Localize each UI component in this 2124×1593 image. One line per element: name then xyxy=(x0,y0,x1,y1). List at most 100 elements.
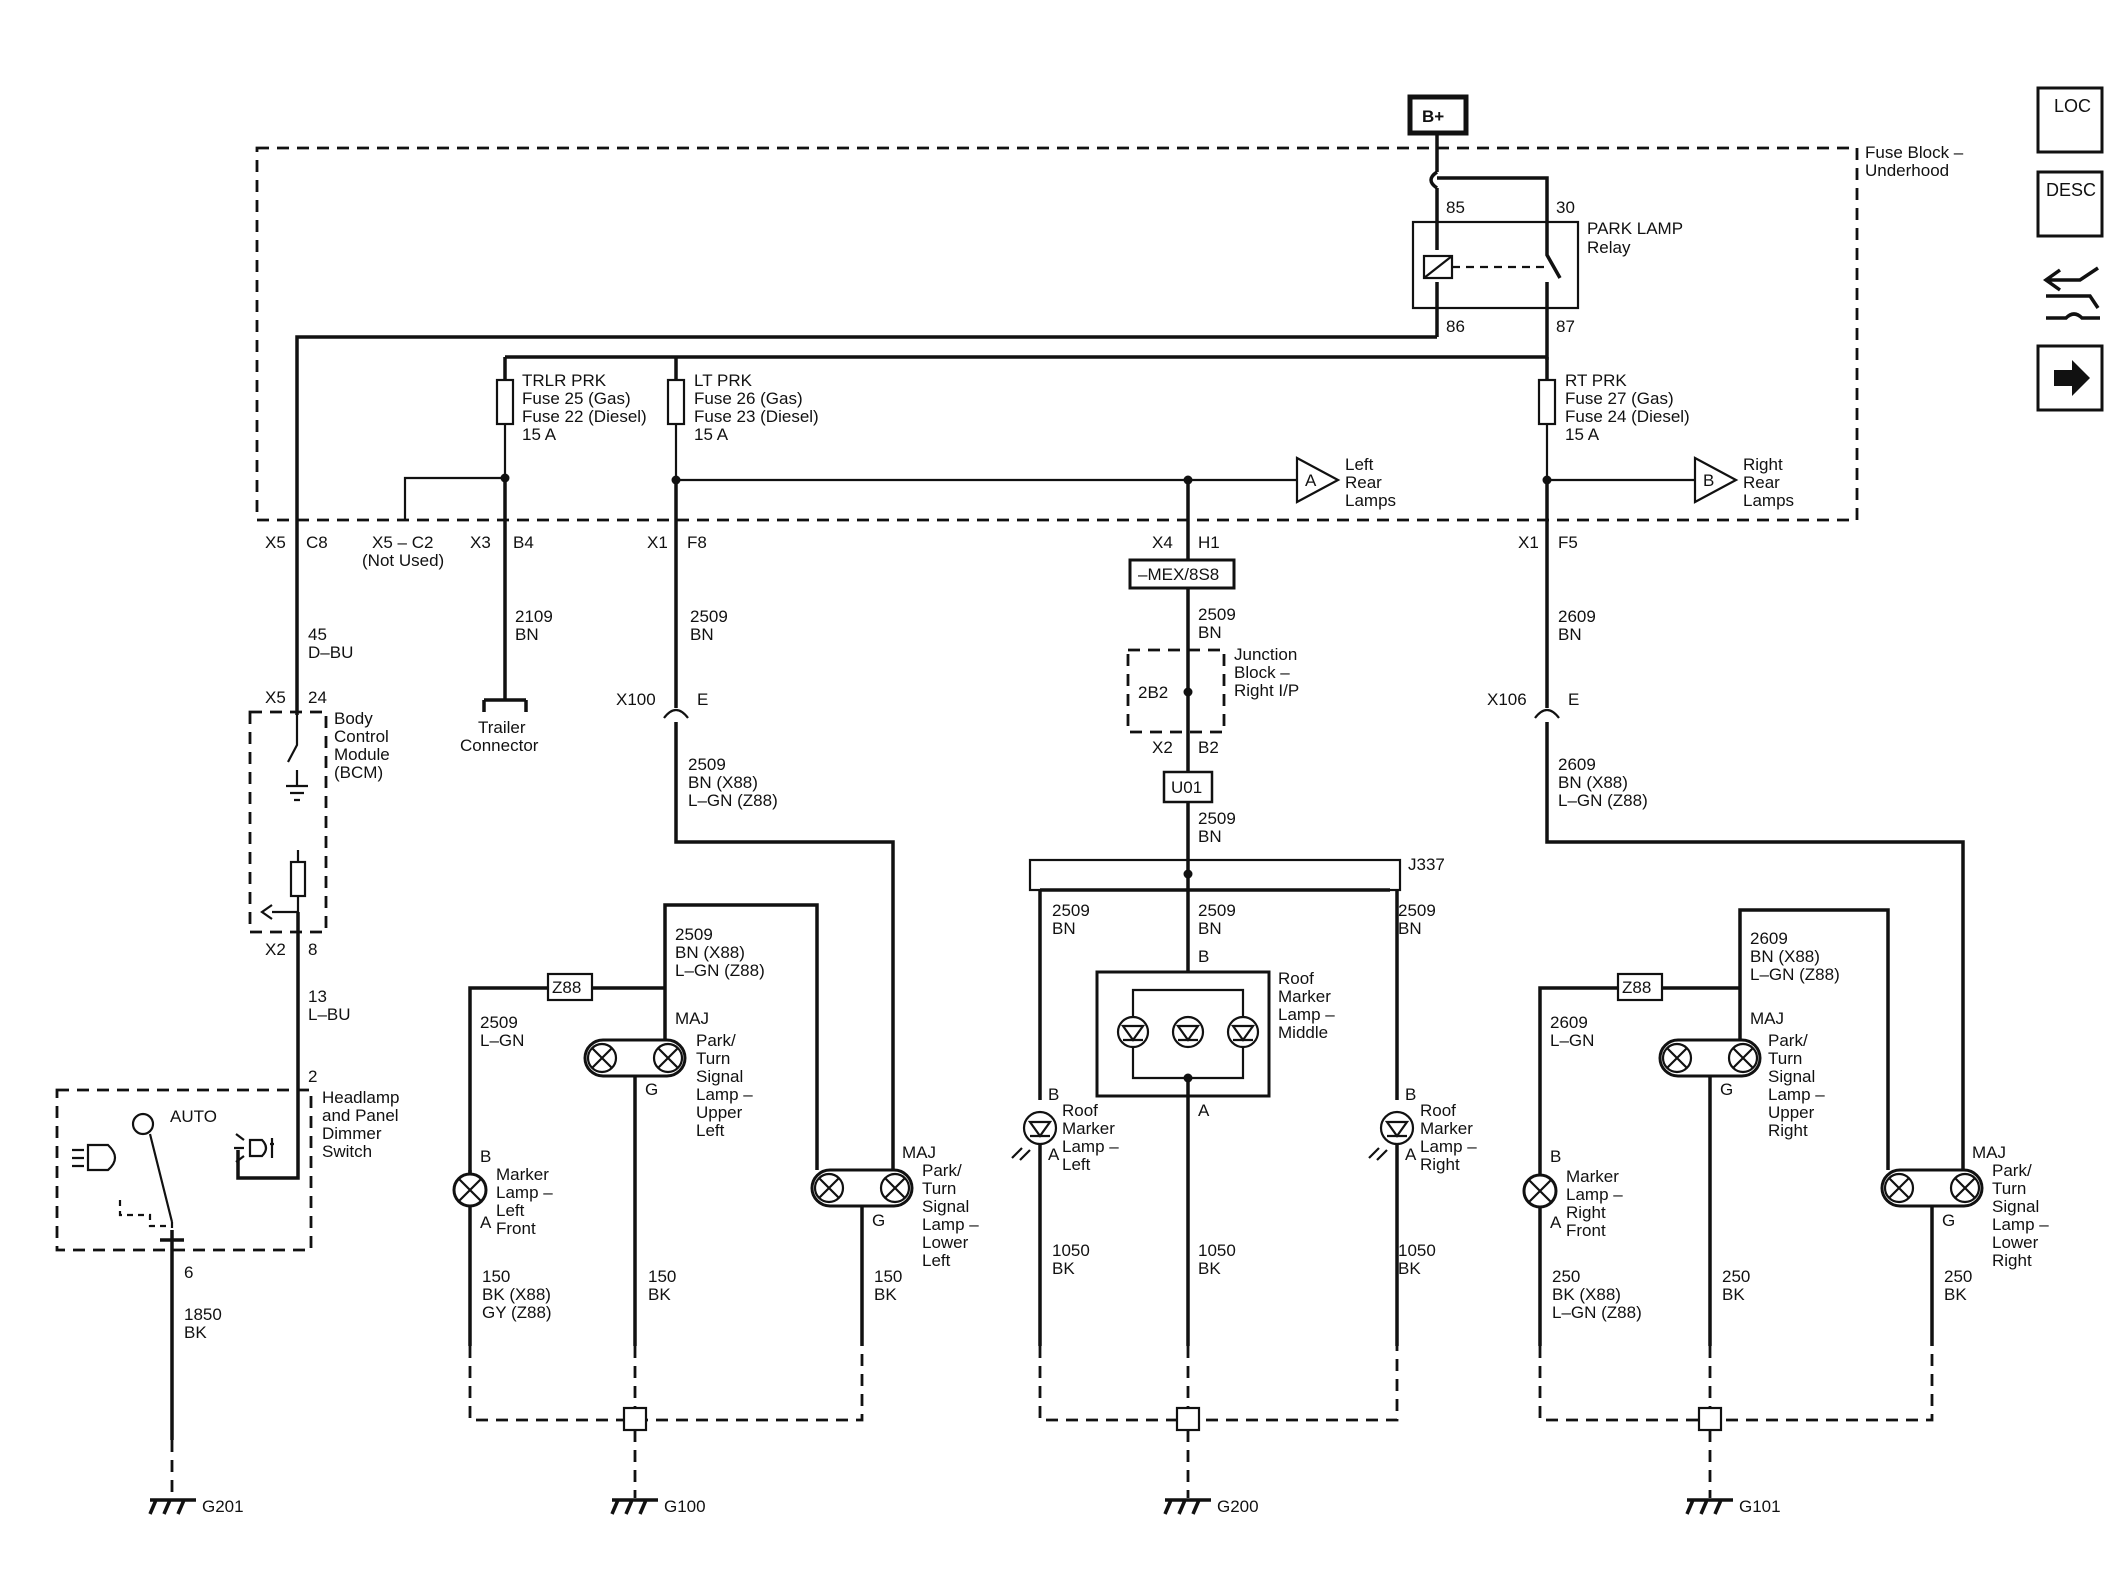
z88-option-box-right xyxy=(1616,972,1664,1002)
next-page-button[interactable] xyxy=(2036,344,2104,412)
wire-bk-x88-a: BK (X88) xyxy=(482,1285,551,1304)
plr-label-2: Turn xyxy=(1992,1179,2026,1198)
rmr-label-4: Right xyxy=(1420,1155,1460,1174)
park-turn-lamp-upper-right xyxy=(1658,1038,1762,1078)
battery-plus-label: B+ xyxy=(1422,107,1444,126)
switch-label-4: Switch xyxy=(322,1142,372,1161)
wire-13: 13 xyxy=(308,987,327,1006)
pur-label-6: Right xyxy=(1768,1121,1808,1140)
fuse-lt-label-4: 15 A xyxy=(694,425,729,444)
headlamp-switch-boundary xyxy=(55,1088,313,1252)
ground-g201-icon xyxy=(148,1498,196,1515)
mlf-label-3: Left xyxy=(496,1201,525,1220)
wire-2509-b: 2509 xyxy=(1198,605,1236,624)
wire-2609-d: 2609 xyxy=(1550,1013,1588,1032)
ground-g201-label: G201 xyxy=(202,1497,244,1516)
wire-lgn-z88-b: L–GN (Z88) xyxy=(1558,791,1648,810)
pul-label-5: Upper xyxy=(696,1103,743,1122)
pur-label-3: Signal xyxy=(1768,1067,1815,1086)
svg-text:LOC: LOC xyxy=(2054,96,2091,116)
wire-bn-x88-d: BN (X88) xyxy=(1750,947,1820,966)
conn-x1-b: X1 xyxy=(1518,533,1539,552)
pll-label-2: Turn xyxy=(922,1179,956,1198)
switch-label-2: and Panel xyxy=(322,1106,399,1125)
roof-marker-led-1 xyxy=(1116,1015,1150,1049)
offpage-a-label-3: Lamps xyxy=(1345,491,1396,510)
switch-auto-label: AUTO xyxy=(170,1107,217,1126)
location-view-button[interactable]: LOC xyxy=(2036,86,2104,154)
description-view-button[interactable]: DESC xyxy=(2036,170,2104,238)
conn-24: 24 xyxy=(308,688,327,707)
wire-bk-6: BK xyxy=(1398,1259,1421,1278)
ground-g101-label: G101 xyxy=(1739,1497,1781,1516)
wire-1050-c: 1050 xyxy=(1398,1241,1436,1260)
mrf-label-2: Lamp – xyxy=(1566,1185,1623,1204)
offpage-a-letter: A xyxy=(1305,471,1317,490)
wire-bn-5: BN xyxy=(1198,827,1222,846)
roof-marker-led-2 xyxy=(1171,1015,1205,1049)
offpage-b-letter: B xyxy=(1703,471,1714,490)
z88-option-box-left xyxy=(546,972,594,1002)
pin-a-mlf: A xyxy=(480,1213,492,1232)
wire-gy-z88: GY (Z88) xyxy=(482,1303,552,1322)
wire-2609-c: 2609 xyxy=(1750,929,1788,948)
wire-bk-4: BK xyxy=(1052,1259,1075,1278)
relay-pin-86: 86 xyxy=(1446,317,1465,336)
wire-bn-6: BN xyxy=(1052,919,1076,938)
pin-a-rmr: A xyxy=(1405,1145,1417,1164)
rmm-label-3: Lamp – xyxy=(1278,1005,1335,1024)
splice-j337 xyxy=(1028,858,1402,892)
wire-lgn-2: L–GN xyxy=(1550,1031,1594,1050)
offpage-b-label: Right xyxy=(1743,455,1783,474)
wire-lgn-z88-a: L–GN (Z88) xyxy=(688,791,778,810)
offpage-connector-a xyxy=(1295,456,1341,504)
wire-bn-8: BN xyxy=(1398,919,1422,938)
pin-g-ul: G xyxy=(645,1080,658,1099)
connector-end-view-icon[interactable] xyxy=(2042,266,2100,320)
pin-b-rmm: B xyxy=(1198,947,1209,966)
mrf-label-4: Front xyxy=(1566,1221,1606,1240)
pin-b-mlf: B xyxy=(480,1147,491,1166)
fuse-rt-label-3: Fuse 24 (Diesel) xyxy=(1565,407,1690,426)
pll-label-3: Signal xyxy=(922,1197,969,1216)
fuse-lt-prk xyxy=(666,378,686,426)
u01-label: U01 xyxy=(1171,778,1202,797)
rmm-label-4: Middle xyxy=(1278,1023,1328,1042)
conn-b2: B2 xyxy=(1198,738,1219,757)
pin-maj-ul: MAJ xyxy=(675,1009,709,1028)
conn-pin-2: 2 xyxy=(308,1067,317,1086)
bcm-resistor xyxy=(289,860,307,898)
pul-label-3: Signal xyxy=(696,1067,743,1086)
relay-pin-30: 30 xyxy=(1556,198,1575,217)
pur-label-2: Turn xyxy=(1768,1049,1802,1068)
conn-pin-6: 6 xyxy=(184,1263,193,1282)
wire-250-c: 250 xyxy=(1944,1267,1972,1286)
conn-x106: X106 xyxy=(1487,690,1527,709)
conn-x2-junction: X2 xyxy=(1152,738,1173,757)
offpage-b-label-2: Rear xyxy=(1743,473,1780,492)
ground-g100-icon xyxy=(610,1498,658,1515)
wire-2509-i: 2509 xyxy=(1398,901,1436,920)
mlf-label: Marker xyxy=(496,1165,549,1184)
pur-label-5: Upper xyxy=(1768,1103,1815,1122)
offpage-b-label-3: Lamps xyxy=(1743,491,1794,510)
svg-text:DESC: DESC xyxy=(2046,180,2096,200)
wire-bn-1: BN xyxy=(515,625,539,644)
fuse-lt-label-2: Fuse 26 (Gas) xyxy=(694,389,803,408)
conn-x100: X100 xyxy=(616,690,656,709)
pin-b-rmr: B xyxy=(1405,1085,1416,1104)
roof-marker-led-3 xyxy=(1226,1015,1260,1049)
junction-label-2: Block – xyxy=(1234,663,1290,682)
conn-x1-a: X1 xyxy=(647,533,668,552)
wire-1050-a: 1050 xyxy=(1052,1241,1090,1260)
conn-h1: H1 xyxy=(1198,533,1220,552)
offpage-connector-b xyxy=(1693,456,1739,504)
pul-label-2: Turn xyxy=(696,1049,730,1068)
fuse-rt-label: RT PRK xyxy=(1565,371,1627,390)
fuse-trlr-label: TRLR PRK xyxy=(522,371,607,390)
wire-2609-b: 2609 xyxy=(1558,755,1596,774)
roof-marker-middle-boundary xyxy=(1095,970,1271,1098)
conn-x5-bcm: X5 xyxy=(265,688,286,707)
pin-g-lr: G xyxy=(1942,1211,1955,1230)
